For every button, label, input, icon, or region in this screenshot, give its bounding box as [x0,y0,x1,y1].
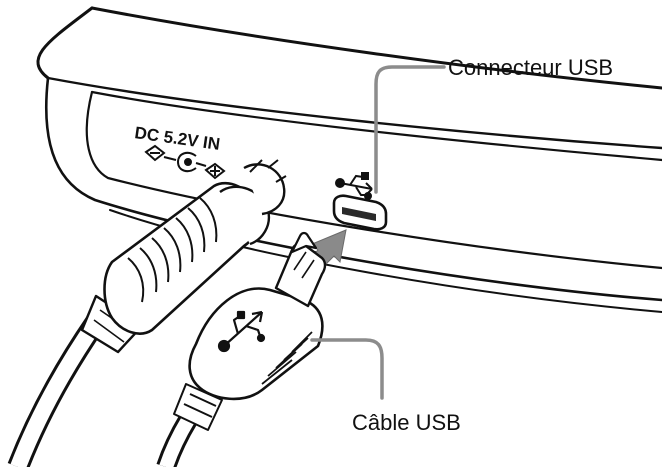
usb-plug-symbol-icon [217,310,266,353]
dc-power-plug [7,159,287,467]
dc-plug-ribs [127,197,218,303]
usb-connector-label: Connecteur USB [448,55,613,80]
usb-connector-leader-line [374,65,446,194]
dc-input-label: DC 5.2V IN [133,123,221,154]
usb-cable-plug [156,231,327,467]
usb-cable-leader-line [310,338,384,400]
usb-plug-grip [261,331,313,385]
usb-cable-callout: Câble USB [310,338,461,435]
usb-cable-label: Câble USB [352,410,461,435]
usb-connector-callout: Connecteur USB [374,55,613,194]
dc-polarity-icon [144,144,226,180]
dc-input-marking: DC 5.2V IN [133,123,226,180]
usb-socket [332,194,388,231]
usb-port-symbol-icon [335,172,373,200]
usb-port [332,172,388,231]
